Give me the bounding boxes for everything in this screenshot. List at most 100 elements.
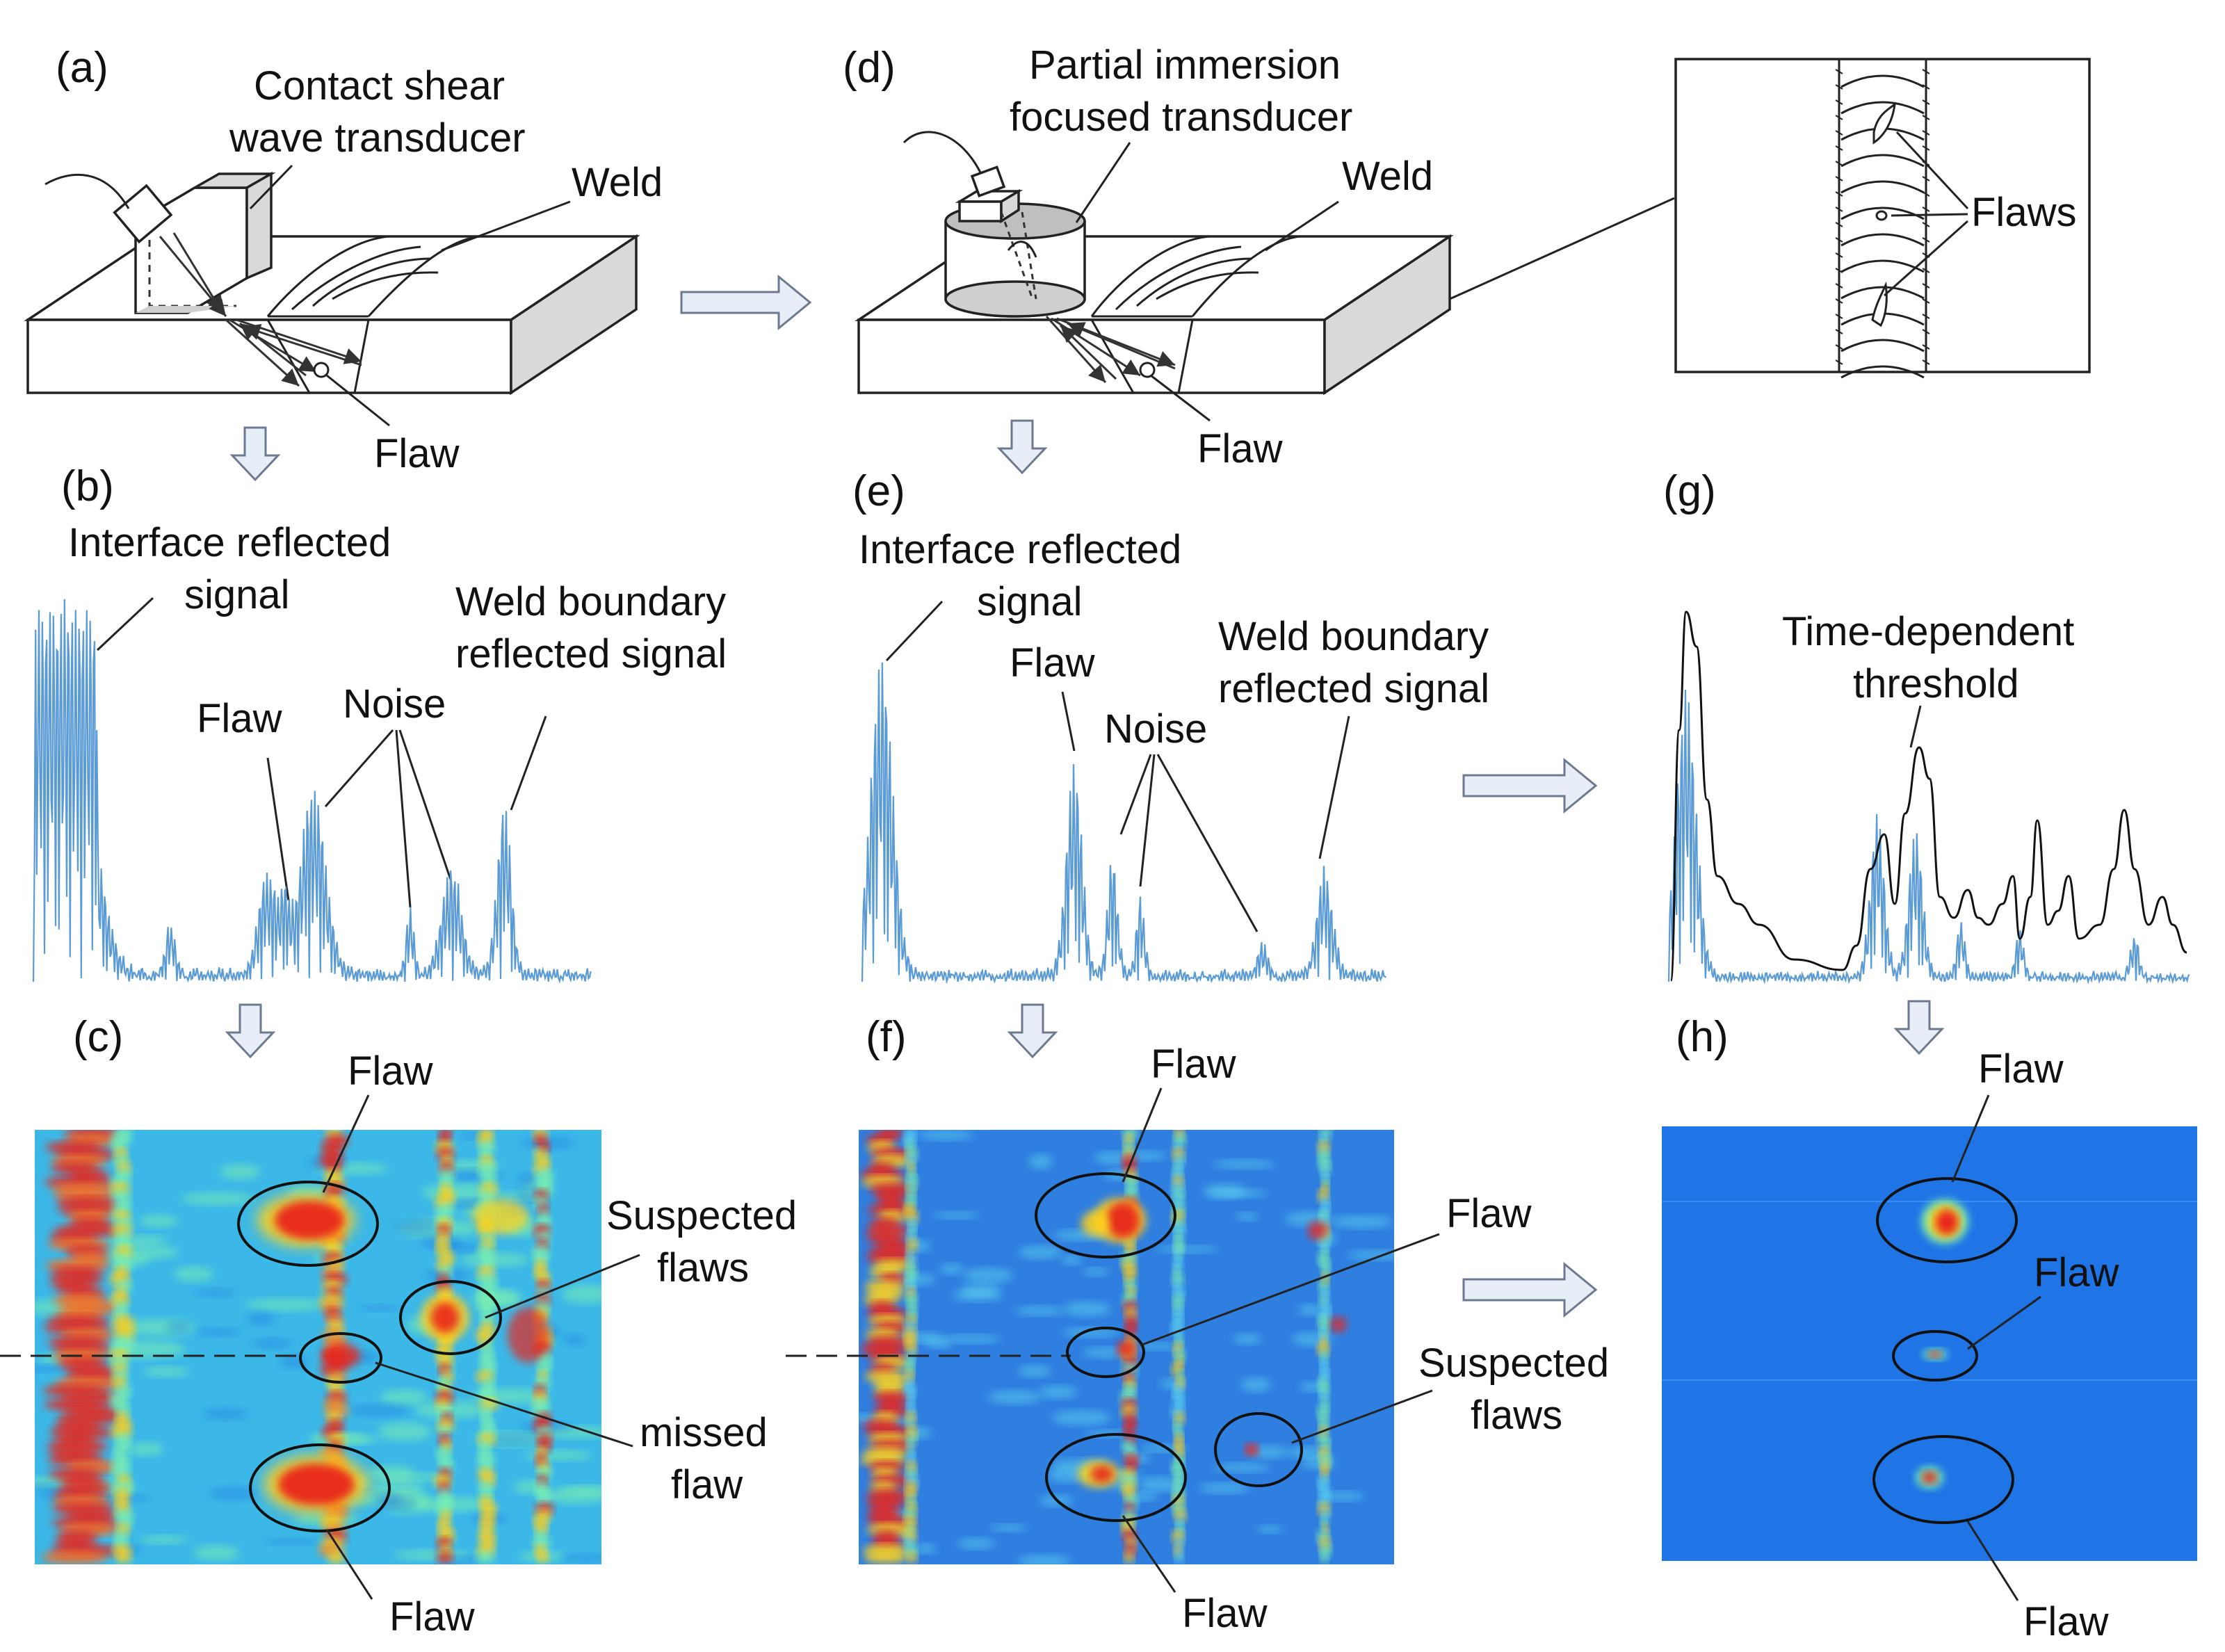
weld-edge-tick: [1922, 344, 1930, 350]
weld-edge-tick: [1922, 176, 1930, 181]
scan-intensity-blob: [1209, 1189, 1267, 1198]
weld-edge-tick: [1835, 359, 1843, 365]
leader-weld-a: [441, 200, 571, 252]
immersion-transducer: [903, 131, 1086, 318]
scan-intensity-blob: [1083, 1347, 1128, 1358]
label-noise-b: Noise: [343, 681, 446, 727]
scan-intensity-blob: [41, 1551, 108, 1564]
scan-intensity-blob: [1213, 1160, 1275, 1169]
scan-intensity-blob: [35, 1483, 60, 1491]
label-flaw-bottom-f: Flaw: [1182, 1591, 1268, 1636]
label-flaw-d: Flaw: [1197, 426, 1284, 471]
label-suspected-f-1: Suspected: [1418, 1341, 1609, 1386]
ellipse-flaw-mid-f: [1066, 1327, 1145, 1378]
plate-side-d: [1323, 234, 1451, 396]
weld-edge-tick: [1835, 344, 1843, 350]
ellipse-flaw-bottom-c: [249, 1443, 391, 1532]
weld-ripple: [1840, 339, 1925, 353]
leader-weld-e: [1318, 715, 1350, 859]
scan-intensity-blob: [1039, 1385, 1077, 1399]
weld-edge-tick: [1922, 314, 1930, 319]
leader-weld-b: [510, 715, 547, 811]
label-flaw-a: Flaw: [374, 431, 460, 476]
panel-h: (h) Flaw Flaw Flaw: [1662, 1013, 2197, 1644]
label-suspected-c-2: flaws: [657, 1245, 749, 1290]
scan-intensity-blob: [1215, 1463, 1270, 1473]
weld-ripple: [1840, 286, 1925, 300]
b-scan-image-c: [35, 1130, 601, 1564]
leader-interface-e: [885, 600, 944, 662]
label-weld-boundary-b-2: reflected signal: [455, 631, 727, 677]
label-flaw-top-c: Flaw: [348, 1048, 434, 1094]
weld-edge-tick: [1922, 237, 1930, 243]
label-interface-e-2: signal: [977, 579, 1083, 624]
scan-intensity-blob: [278, 1464, 355, 1505]
weld-edge-tick: [1835, 130, 1843, 136]
scan-intensity-blob: [1019, 1245, 1062, 1259]
arrow-b-to-c: [225, 1003, 276, 1059]
weld-edge-tick: [1922, 298, 1930, 304]
weld-edge-tick: [1835, 283, 1843, 289]
weld-ripple: [1840, 365, 1925, 379]
scan-intensity-blob: [963, 1268, 1013, 1283]
scan-intensity-blob: [1156, 1245, 1218, 1253]
scan-intensity-blob: [1298, 1304, 1323, 1315]
weld-edge-tick: [1922, 206, 1930, 212]
ellipse-flaw-bottom-f: [1045, 1433, 1187, 1522]
scan-intensity-blob: [195, 1288, 236, 1297]
leader-noise-e-1: [1119, 754, 1152, 835]
zoom-leader: [1449, 197, 1675, 300]
scan-intensity-blob: [378, 1422, 432, 1441]
b-scan-image-f: [859, 1130, 1394, 1564]
arrow-a-to-b: [229, 426, 281, 482]
scan-intensity-blob: [1308, 1221, 1327, 1240]
scan-intensity-blob: [934, 1211, 979, 1219]
panel-a: (a): [24, 44, 663, 476]
scan-intensity-blob: [367, 1465, 415, 1481]
scan-intensity-blob: [485, 1434, 540, 1446]
scan-intensity-blob: [104, 1245, 179, 1260]
leader-inset-2: [1891, 213, 1968, 217]
scan-intensity-blob: [1084, 1268, 1108, 1276]
ellipse-flaw-top-f: [1035, 1172, 1176, 1258]
label-interface-b-2: signal: [184, 572, 290, 617]
scan-intensity-blob: [1320, 1551, 1329, 1564]
panel-f-tag: (f): [866, 1013, 907, 1061]
scan-intensity-blob: [245, 1298, 327, 1311]
scan-intensity-blob: [1015, 1306, 1065, 1315]
leader-noise-e-3: [1156, 754, 1259, 932]
scan-intensity-blob: [517, 1173, 540, 1188]
weld-edge-tick: [1922, 359, 1930, 365]
weld-bead-ripples: [1840, 74, 1925, 379]
leader-missed-c: [375, 1361, 633, 1448]
leader-flaw-bottom-h: [1966, 1521, 2019, 1601]
weld-edge-tick: [1835, 222, 1843, 227]
weld-edge-tick: [1922, 145, 1930, 151]
leader-flaw-top-c: [322, 1094, 370, 1193]
scan-intensity-blob: [1052, 1410, 1111, 1425]
scan-intensity-blob: [115, 1551, 131, 1564]
scan-intensity-blob: [907, 1551, 917, 1564]
weld-edge-tick: [1835, 161, 1843, 166]
label-weld-boundary-b-1: Weld boundary: [455, 579, 726, 624]
leader-threshold: [1909, 705, 1922, 748]
label-weld-boundary-e-1: Weld boundary: [1218, 614, 1489, 659]
scan-intensity-blob: [1124, 1551, 1134, 1564]
panel-c: (c) Flaw Suspected flaws missed flaw Fla…: [0, 1013, 797, 1639]
weld-ripple: [1840, 154, 1925, 168]
scan-intensity-blob: [174, 1266, 213, 1281]
arrow-a-to-d: [680, 274, 812, 331]
scan-intensity-blob: [1936, 1210, 1958, 1235]
weld-edge-tick: [1922, 268, 1930, 273]
scan-intensity-blob: [953, 1290, 1002, 1302]
weld-edge-tick: [1835, 268, 1843, 273]
panel-c-tag: (c): [73, 1013, 123, 1061]
b-scan-image-h: [1662, 1126, 2197, 1561]
scan-intensity-blob: [987, 1390, 1041, 1404]
scan-intensity-blob: [1241, 1377, 1271, 1392]
a-scan-signal-g: [1667, 689, 2190, 985]
leader-transducer: [249, 164, 293, 210]
leader-noise-b-2: [395, 729, 412, 908]
label-flaw-top-h: Flaw: [1978, 1046, 2064, 1092]
